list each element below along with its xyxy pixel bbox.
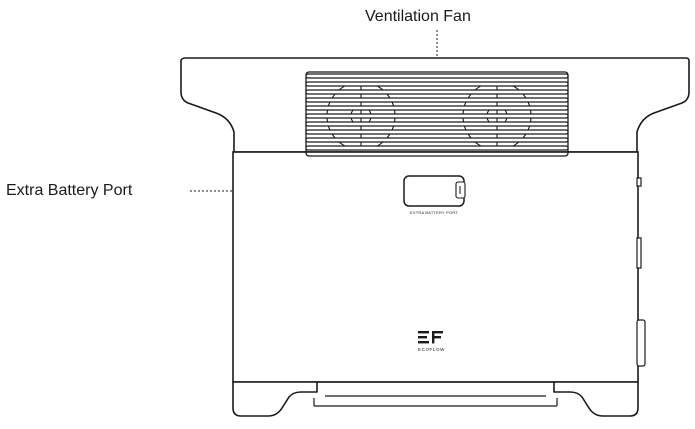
ecoflow-logo: ECOFLOW <box>418 331 445 352</box>
ventilation-grille <box>305 71 569 157</box>
bottom-rail <box>313 381 558 407</box>
side-connectors <box>636 177 646 367</box>
extra-battery-port: EXTRA BATTERY PORT <box>403 175 466 215</box>
left-foot <box>232 381 318 417</box>
right-foot <box>553 381 639 417</box>
extra-battery-port-label: Extra Battery Port <box>6 182 133 199</box>
brand-wordmark: ECOFLOW <box>418 347 445 352</box>
ventilation-fan-label: Ventilation Fan <box>365 8 471 25</box>
extra-battery-port-text: EXTRA BATTERY PORT <box>410 210 458 215</box>
